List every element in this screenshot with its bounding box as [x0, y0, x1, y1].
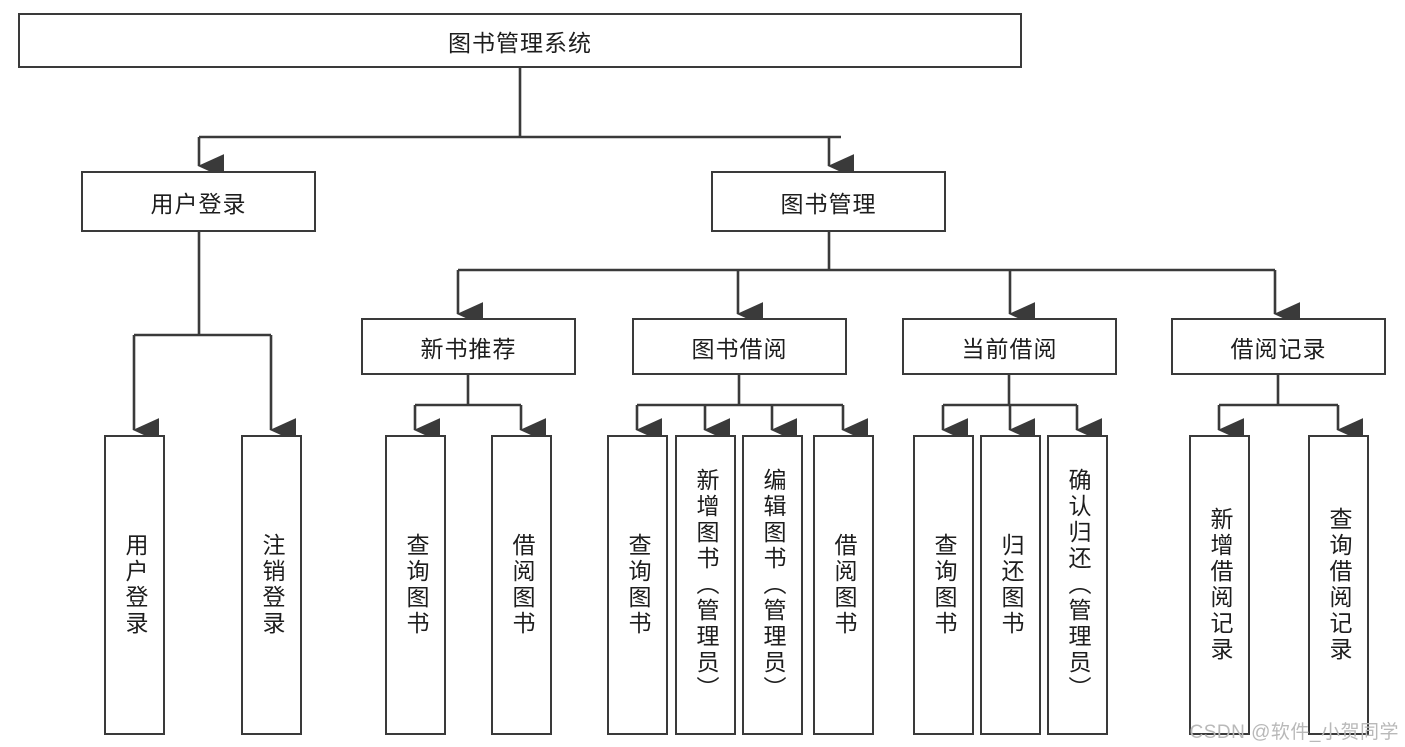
- leaf-borrow-add-book-label: 新增图书（管理员）: [693, 468, 719, 702]
- leaf-current-query-label: 查询图书: [931, 533, 957, 637]
- leaf-newbook-borrow[interactable]: 借阅图书: [491, 435, 552, 735]
- node-user-login[interactable]: 用户登录: [81, 171, 316, 232]
- leaf-current-return-label: 归还图书: [998, 533, 1024, 637]
- leaf-current-query[interactable]: 查询图书: [913, 435, 974, 735]
- node-user-login-label: 用户登录: [150, 190, 247, 217]
- leaf-borrow-book-label: 借阅图书: [831, 533, 857, 637]
- node-new-book-recommend-label: 新书推荐: [420, 335, 517, 362]
- leaf-user-login-label: 用户登录: [122, 533, 148, 637]
- leaf-newbook-query-label: 查询图书: [403, 533, 429, 637]
- leaf-logout[interactable]: 注销登录: [241, 435, 302, 735]
- leaf-newbook-borrow-label: 借阅图书: [509, 533, 535, 637]
- node-current-borrow[interactable]: 当前借阅: [902, 318, 1117, 375]
- leaf-newbook-query[interactable]: 查询图书: [385, 435, 446, 735]
- leaf-logout-label: 注销登录: [259, 533, 285, 637]
- leaf-record-add-label: 新增借阅记录: [1207, 507, 1233, 663]
- node-book-borrow-label: 图书借阅: [691, 335, 788, 362]
- leaf-borrow-add-book[interactable]: 新增图书（管理员）: [675, 435, 736, 735]
- node-book-management[interactable]: 图书管理: [711, 171, 946, 232]
- node-current-borrow-label: 当前借阅: [961, 335, 1058, 362]
- leaf-record-query-label: 查询借阅记录: [1326, 507, 1352, 663]
- node-root[interactable]: 图书管理系统: [18, 13, 1022, 68]
- node-borrow-records-label: 借阅记录: [1230, 335, 1327, 362]
- leaf-current-return[interactable]: 归还图书: [980, 435, 1041, 735]
- leaf-borrow-query-label: 查询图书: [625, 533, 651, 637]
- node-new-book-recommend[interactable]: 新书推荐: [361, 318, 576, 375]
- leaf-record-add[interactable]: 新增借阅记录: [1189, 435, 1250, 735]
- leaf-user-login[interactable]: 用户登录: [104, 435, 165, 735]
- leaf-borrow-book[interactable]: 借阅图书: [813, 435, 874, 735]
- leaf-borrow-edit-book[interactable]: 编辑图书（管理员）: [742, 435, 803, 735]
- node-book-management-label: 图书管理: [780, 190, 877, 217]
- leaf-current-confirm-return-label: 确认归还（管理员）: [1065, 468, 1091, 702]
- node-book-borrow[interactable]: 图书借阅: [632, 318, 847, 375]
- node-root-label: 图书管理系统: [448, 29, 592, 56]
- node-borrow-records[interactable]: 借阅记录: [1171, 318, 1386, 375]
- leaf-record-query[interactable]: 查询借阅记录: [1308, 435, 1369, 735]
- leaf-borrow-edit-book-label: 编辑图书（管理员）: [760, 468, 786, 702]
- leaf-borrow-query[interactable]: 查询图书: [607, 435, 668, 735]
- leaf-current-confirm-return[interactable]: 确认归还（管理员）: [1047, 435, 1108, 735]
